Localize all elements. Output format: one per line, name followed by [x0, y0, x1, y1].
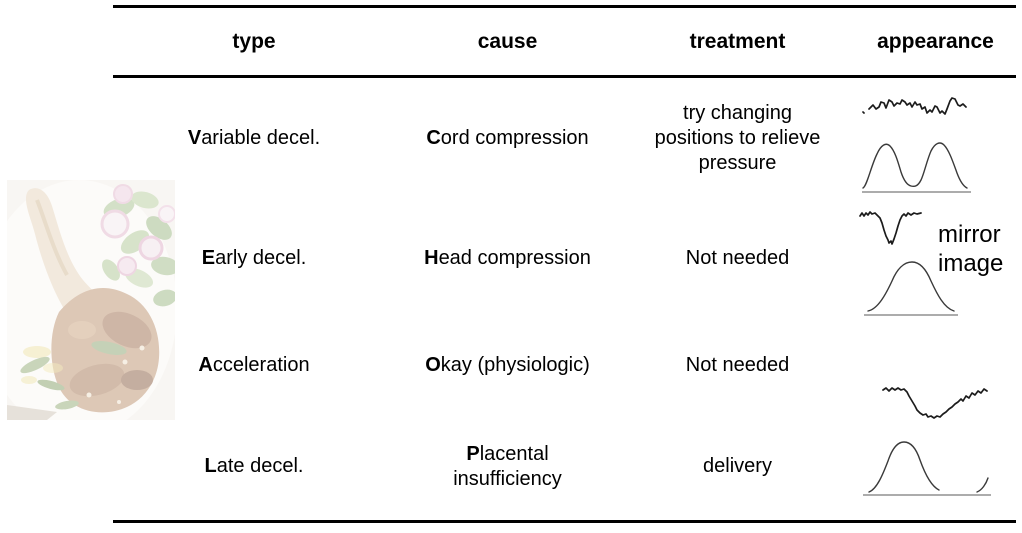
type-bold-letter: E: [201, 246, 216, 269]
column-header-type: type: [113, 8, 395, 78]
treatment-label: Not needed: [685, 246, 790, 269]
row-variable-treatment: try changing positions to relieve pressu…: [620, 78, 855, 198]
row-early-type: Early decel.: [113, 198, 395, 318]
row-late-type: Late decel.: [113, 413, 395, 520]
type-label: cceleration: [212, 354, 310, 376]
veal-chop-photo: [0, 180, 179, 436]
row-variable-type: Variable decel.: [113, 78, 395, 198]
header-type-label: type: [232, 30, 276, 53]
type-label: ariable decel.: [201, 126, 321, 149]
cause-bold-letter: H: [424, 246, 439, 269]
cause-label: kay (physiologic): [440, 354, 590, 376]
type-label: ate decel.: [216, 455, 304, 477]
cause-bold-letter: O: [425, 354, 441, 376]
cause-bold-letter: C: [426, 126, 441, 149]
treatment-label: try changing positions to relieve pressu…: [654, 101, 821, 174]
treatment-label: Not needed: [685, 354, 790, 376]
mirror-image-label: mirror image: [938, 221, 1004, 277]
late-decel-contraction-tracing-icon: [861, 434, 995, 500]
header-cause-label: cause: [477, 30, 538, 53]
cause-bold-letter: P: [466, 442, 480, 465]
row-acceleration-treatment: Not needed: [620, 318, 855, 413]
type-bold-letter: A: [198, 354, 213, 376]
row-variable-cause: Cord compression: [395, 78, 620, 198]
header-treatment-label: treatment: [689, 30, 786, 53]
cause-label: ord compression: [440, 126, 589, 149]
variable-decel-tracing-icon: [861, 92, 973, 193]
row-late-treatment: delivery: [620, 413, 855, 520]
row-acceleration-cause: Okay (physiologic): [395, 318, 620, 413]
row-early-cause: Head compression: [395, 198, 620, 318]
row-late-cause: Placental insufficiency: [395, 413, 620, 520]
cause-label: ead compression: [438, 246, 591, 269]
type-bold-letter: V: [187, 126, 202, 149]
header-appearance-label: appearance: [877, 30, 994, 53]
veal-chop-table: type cause treatment appearance Variable…: [113, 5, 1016, 523]
type-bold-letter: L: [204, 455, 217, 477]
column-header-cause: cause: [395, 8, 620, 78]
late-decel-dip-tracing-icon: [881, 380, 991, 424]
early-decel-tracing-icon: mirror image: [856, 204, 1018, 320]
type-label: arly decel.: [215, 246, 307, 269]
veal-chop-illustration-icon: [0, 180, 179, 436]
row-acceleration-type: Acceleration: [113, 318, 395, 413]
cause-label: lacental insufficiency: [453, 442, 562, 490]
treatment-label: delivery: [703, 455, 772, 477]
column-header-treatment: treatment: [620, 8, 855, 78]
column-header-appearance: appearance: [855, 8, 1016, 78]
row-early-treatment: Not needed: [620, 198, 855, 318]
